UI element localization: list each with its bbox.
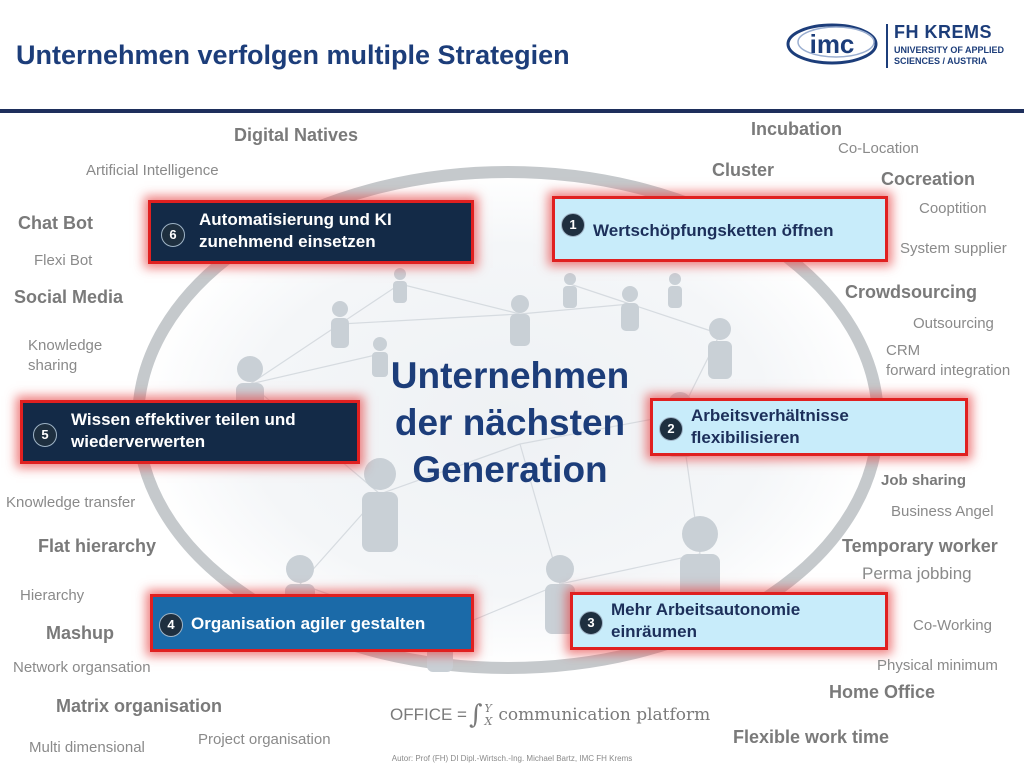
strategy-box-2: 2 Arbeitsverhältnisse flexibilisieren (650, 398, 968, 456)
strategy-box-3: 3 Mehr Arbeitsautonomie einräumen (570, 592, 888, 650)
strategy-label: Arbeitsverhältnisse flexibilisieren (691, 405, 849, 449)
term-chat-bot: Chat Bot (18, 213, 93, 233)
term-perma-jobbing: Perma jobbing (862, 564, 972, 583)
term-cooptition: Cooptition (919, 200, 987, 217)
imc-logo-icon: imc (786, 23, 878, 65)
strategy-label-line-1: Organisation agiler gestalten (191, 614, 426, 633)
term-knowledge-sharing-1: Knowledge (28, 337, 103, 354)
formula-lower-limit: X (484, 715, 493, 728)
center-title-line-2: der nächsten (394, 402, 626, 443)
formula-integral-sign: ∫ (468, 700, 483, 730)
term-multi-dimensional: Multi dimensional (29, 739, 145, 756)
strategy-label-line-2: flexibilisieren (691, 428, 800, 447)
page-title: Unternehmen verfolgen multiple Strategie… (16, 40, 570, 70)
strategy-box-5: 5 Wissen effektiver teilen und wiederver… (20, 400, 360, 464)
term-flexi-bot: Flexi Bot (34, 252, 93, 269)
logo-separator (886, 24, 888, 68)
term-home-office: Home Office (829, 682, 936, 702)
term-mashup: Mashup (46, 623, 115, 643)
formula-prefix: OFFICE = (390, 705, 467, 724)
term-knowledge-sharing-2: sharing (28, 357, 78, 374)
term-knowledge-transfer: Knowledge transfer (6, 494, 136, 511)
formula-limits: Y X (485, 702, 493, 728)
term-forward-integration: forward integration (886, 362, 1011, 379)
strategy-label-line-1: Wissen effektiver teilen und (71, 410, 296, 429)
term-crm: CRM (886, 342, 921, 359)
formula-body: communication platform (498, 705, 711, 725)
term-business-angel: Business Angel (891, 503, 994, 520)
strategy-number-badge: 3 (579, 611, 603, 635)
term-flexible-work-time: Flexible work time (733, 727, 890, 747)
formula-upper-limit: Y (484, 702, 492, 715)
strategy-label-line-2: wiederverwerten (71, 432, 206, 451)
strategy-label: Automatisierung und KI zunehmend einsetz… (199, 209, 392, 253)
strategy-label-line-2: zunehmend einsetzen (199, 232, 376, 251)
term-incubation: Incubation (751, 119, 842, 139)
term-network-organsation: Network organsation (13, 659, 151, 676)
strategy-label: Wissen effektiver teilen und wiederverwe… (71, 409, 296, 453)
center-title: Unternehmen der nächsten Generation (360, 352, 660, 493)
term-project-organisation: Project organisation (198, 731, 331, 748)
term-outsourcing: Outsourcing (913, 315, 994, 332)
term-cluster: Cluster (712, 160, 775, 180)
strategy-label: Organisation agiler gestalten (191, 613, 425, 635)
term-hierarchy: Hierarchy (20, 587, 85, 604)
footer-author: Autor: Prof (FH) DI Dipl.-Wirtsch.-Ing. … (391, 754, 633, 763)
term-crowdsourcing: Crowdsourcing (845, 282, 978, 302)
term-social-media: Social Media (14, 287, 124, 307)
term-physical-minimum: Physical minimum (877, 657, 998, 674)
logo-subtitle-2: SCIENCES / AUSTRIA (894, 56, 988, 66)
term-temporary-worker: Temporary worker (842, 536, 998, 556)
term-co-location: Co-Location (838, 140, 919, 157)
strategy-number-badge: 6 (161, 223, 185, 247)
header-divider (0, 109, 1024, 113)
logo-name: FH KREMS (894, 22, 992, 42)
strategy-label: Mehr Arbeitsautonomie einräumen (611, 599, 800, 643)
term-co-working: Co-Working (913, 617, 992, 634)
strategy-number-badge: 4 (159, 613, 183, 637)
strategy-number-badge: 1 (561, 213, 585, 237)
term-cocreation: Cocreation (881, 169, 976, 189)
term-job-sharing: Job sharing (881, 472, 967, 489)
term-matrix-organisation: Matrix organisation (56, 696, 223, 716)
strategy-label-line-1: Automatisierung und KI (199, 210, 392, 229)
center-title-line-3: Generation (412, 449, 608, 490)
term-flat-hierarchy: Flat hierarchy (38, 536, 157, 556)
strategy-label-line-1: Arbeitsverhältnisse (691, 406, 849, 425)
strategy-label: Wertschöpfungsketten öffnen (593, 220, 834, 242)
logo: imc FH KREMS UNIVERSITY OF APPLIED SCIEN… (786, 20, 1004, 74)
strategy-box-6: 6 Automatisierung und KI zunehmend einse… (148, 200, 474, 264)
logo-imc-text: imc (810, 29, 855, 59)
strategy-label-line-1: Mehr Arbeitsautonomie (611, 600, 801, 619)
center-title-line-1: Unternehmen (390, 355, 630, 396)
term-system-supplier: System supplier (900, 240, 1007, 257)
strategy-label-line-2: einräumen (611, 622, 697, 641)
strategy-number-badge: 2 (659, 417, 683, 441)
strategy-box-4: 4 Organisation agiler gestalten (150, 594, 474, 652)
strategy-number-badge: 5 (33, 423, 57, 447)
term-digital-natives: Digital Natives (234, 125, 359, 145)
strategy-box-1: 1 Wertschöpfungsketten öffnen (552, 196, 888, 262)
term-artificial-intelligence: Artificial Intelligence (86, 162, 219, 179)
strategy-label-line-1: Wertschöpfungsketten öffnen (593, 221, 834, 240)
office-formula: OFFICE = ∫ Y X communication platform (390, 700, 710, 730)
logo-subtitle-1: UNIVERSITY OF APPLIED (894, 45, 1005, 55)
